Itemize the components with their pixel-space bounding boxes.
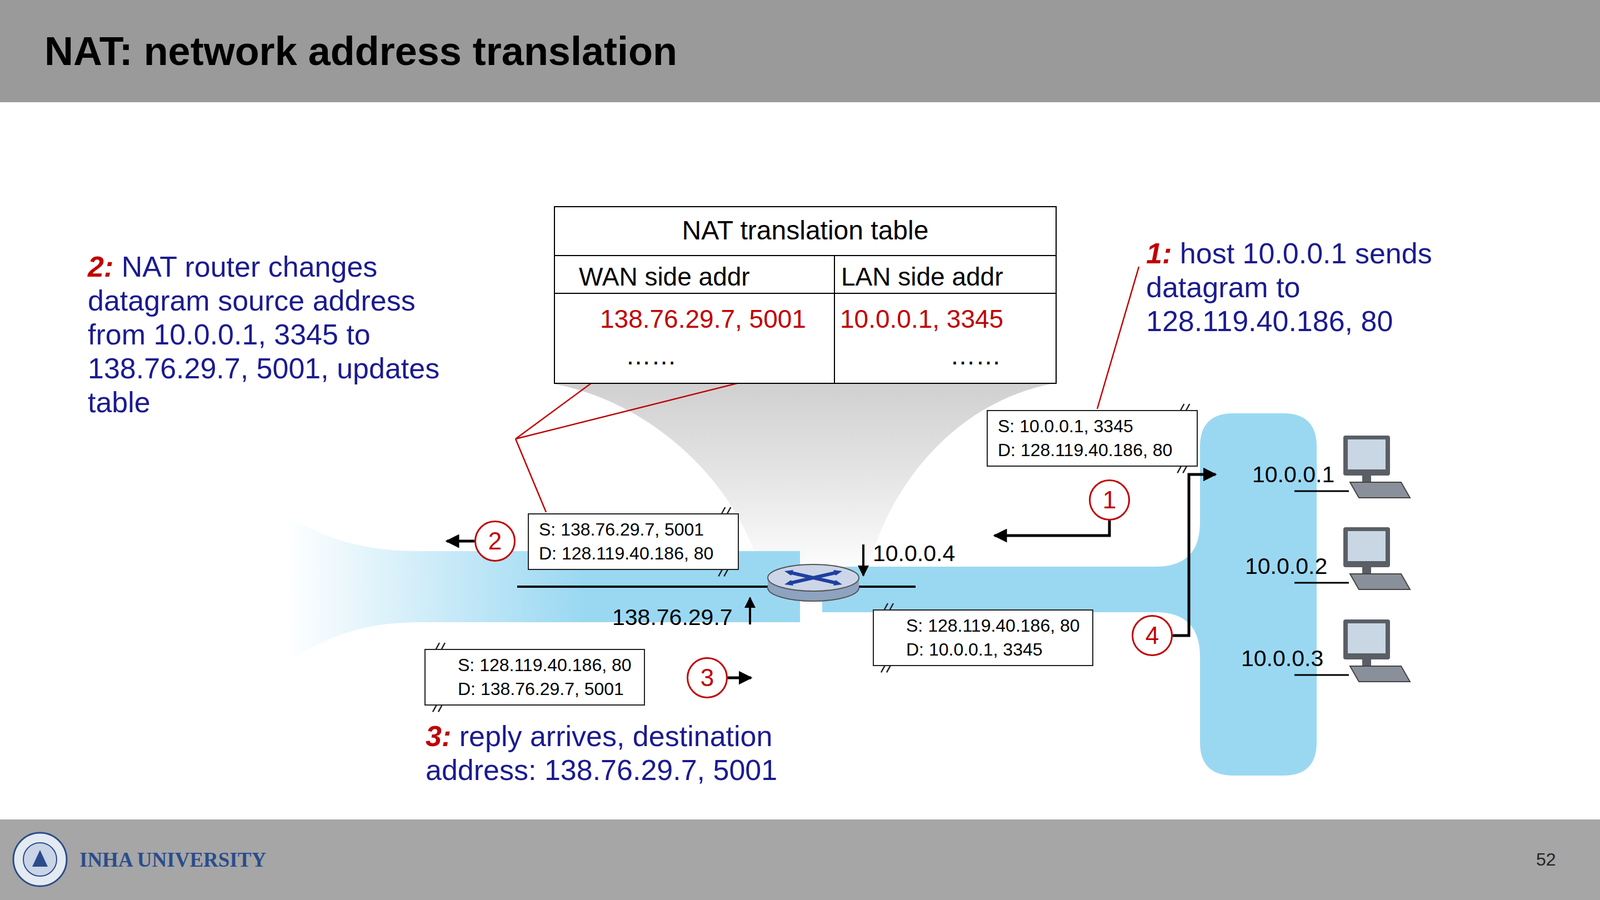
keyboard bbox=[1350, 573, 1410, 590]
label-block: 138.76.29.7 bbox=[612, 604, 733, 631]
host-link bbox=[1294, 582, 1349, 584]
leader-line bbox=[515, 438, 547, 513]
table-cell: LAN side addr bbox=[841, 261, 1004, 292]
monitor-stand bbox=[1362, 659, 1372, 667]
callout-digit: 4 bbox=[1145, 621, 1159, 650]
table-rule bbox=[833, 255, 835, 383]
datagram-field: S: 128.119.40.186, 80 bbox=[906, 613, 1080, 638]
ip-address: 10.0.0.1 bbox=[1252, 461, 1335, 488]
monitor-stand bbox=[1362, 475, 1372, 483]
callout-number: 2 bbox=[474, 520, 516, 562]
host-link bbox=[1294, 674, 1349, 677]
label-block: 52 bbox=[1536, 849, 1557, 870]
label-block: INHA UNIVERSITY bbox=[79, 847, 267, 872]
label-block: 10.0.0.4 bbox=[872, 540, 955, 567]
datagram-breaks bbox=[432, 403, 1190, 712]
callout-digit: 3 bbox=[700, 663, 714, 692]
title-bar bbox=[0, 0, 1600, 103]
annotation: 1:host 10.0.0.1 sends datagram to 128.11… bbox=[1146, 236, 1480, 339]
lan-network bbox=[822, 413, 1317, 776]
flow-arrow bbox=[727, 676, 752, 680]
router-symbol bbox=[767, 564, 859, 602]
datagram-field: D: 10.0.0.1, 3345 bbox=[906, 637, 1080, 662]
seal-emblem bbox=[32, 850, 48, 867]
monitor bbox=[1343, 527, 1390, 568]
keyboard bbox=[1350, 666, 1410, 682]
step-number: 3: bbox=[425, 720, 452, 753]
table-cell: …… bbox=[625, 340, 677, 371]
flow-arrow bbox=[994, 520, 1110, 536]
monitor-stand bbox=[1362, 567, 1372, 574]
datagram-field: S: 128.119.40.186, 80 bbox=[457, 653, 632, 678]
monitor bbox=[1343, 435, 1390, 476]
footer-bar bbox=[0, 819, 1600, 900]
callout-number: 1 bbox=[1088, 479, 1130, 521]
datagram-box: S: 128.119.40.186, 80D: 10.0.0.1, 3345 bbox=[872, 609, 1094, 667]
table-cell: …… bbox=[950, 340, 1002, 371]
router-top bbox=[767, 564, 859, 592]
host-link bbox=[1294, 490, 1349, 493]
step-number: 2: bbox=[87, 250, 114, 283]
label-block: 10.0.0.3 bbox=[1241, 645, 1324, 672]
datagram-field: D: 128.119.40.186, 80 bbox=[997, 438, 1173, 463]
keyboard bbox=[1350, 482, 1410, 498]
datagram-field: S: 10.0.0.1, 3345 bbox=[997, 414, 1173, 439]
step-text: reply arrives, destination address: 138.… bbox=[425, 720, 778, 787]
table-cell: 10.0.0.1, 3345 bbox=[840, 303, 1004, 334]
translation-table: NAT translation tableWAN side addr LAN si… bbox=[553, 206, 1057, 384]
ip-address: 10.0.0.3 bbox=[1241, 645, 1324, 672]
datagram-field: D: 128.119.40.186, 80 bbox=[538, 541, 714, 566]
router-arrowheads bbox=[784, 570, 843, 586]
label-block: 10.0.0.2 bbox=[1245, 553, 1328, 580]
table-cell: WAN side addr bbox=[578, 261, 750, 292]
flow-arrow bbox=[1172, 474, 1216, 636]
table-heading: NAT translation table bbox=[555, 215, 1056, 246]
router-arrows bbox=[788, 572, 838, 584]
ip-address: 10.0.0.4 bbox=[872, 540, 955, 567]
seal-outer bbox=[13, 832, 67, 887]
page-number: 52 bbox=[1536, 849, 1557, 870]
annotation: 3:reply arrives, destination address: 13… bbox=[425, 719, 826, 788]
datagram-box: S: 10.0.0.1, 3345D: 128.119.40.186, 80 bbox=[986, 410, 1198, 467]
flow-arrow bbox=[446, 540, 475, 543]
leader-line bbox=[1097, 266, 1139, 409]
table-cell: 138.76.29.7, 5001 bbox=[600, 303, 807, 334]
callout-digit: 2 bbox=[488, 527, 502, 555]
monitor bbox=[1343, 619, 1390, 660]
ip-address: 10.0.0.2 bbox=[1245, 553, 1328, 579]
seal-inner bbox=[23, 842, 57, 877]
annotation: 2:NAT router changes datagram source add… bbox=[87, 250, 477, 420]
interface-pointer bbox=[862, 544, 865, 576]
callout-number: 3 bbox=[686, 657, 728, 699]
label-block: 10.0.0.1 bbox=[1252, 461, 1335, 488]
datagram-box: S: 128.119.40.186, 80D: 138.76.29.7, 500… bbox=[424, 648, 645, 706]
datagram-box: S: 138.76.29.7, 5001D: 128.119.40.186, 8… bbox=[527, 513, 739, 570]
callout-number: 4 bbox=[1131, 615, 1173, 657]
screen bbox=[1347, 531, 1386, 562]
table-rule bbox=[555, 255, 1056, 257]
screen bbox=[1347, 439, 1386, 470]
step-text: NAT router changes datagram source addre… bbox=[87, 250, 440, 419]
screen bbox=[1347, 623, 1386, 654]
university-name: INHA UNIVERSITY bbox=[79, 848, 267, 872]
ip-address: 138.76.29.7 bbox=[612, 604, 733, 630]
step-number: 1: bbox=[1146, 237, 1172, 270]
datagram-field: D: 138.76.29.7, 5001 bbox=[457, 677, 632, 702]
table-rule bbox=[555, 292, 1056, 294]
datagram-field: S: 138.76.29.7, 5001 bbox=[538, 517, 714, 542]
callout-digit: 1 bbox=[1102, 486, 1117, 514]
university-seal bbox=[13, 832, 67, 887]
step-text: host 10.0.0.1 sends datagram to 128.119.… bbox=[1146, 237, 1433, 338]
interface-pointer bbox=[748, 597, 752, 625]
slide-title: NAT: network address translation bbox=[44, 28, 678, 74]
